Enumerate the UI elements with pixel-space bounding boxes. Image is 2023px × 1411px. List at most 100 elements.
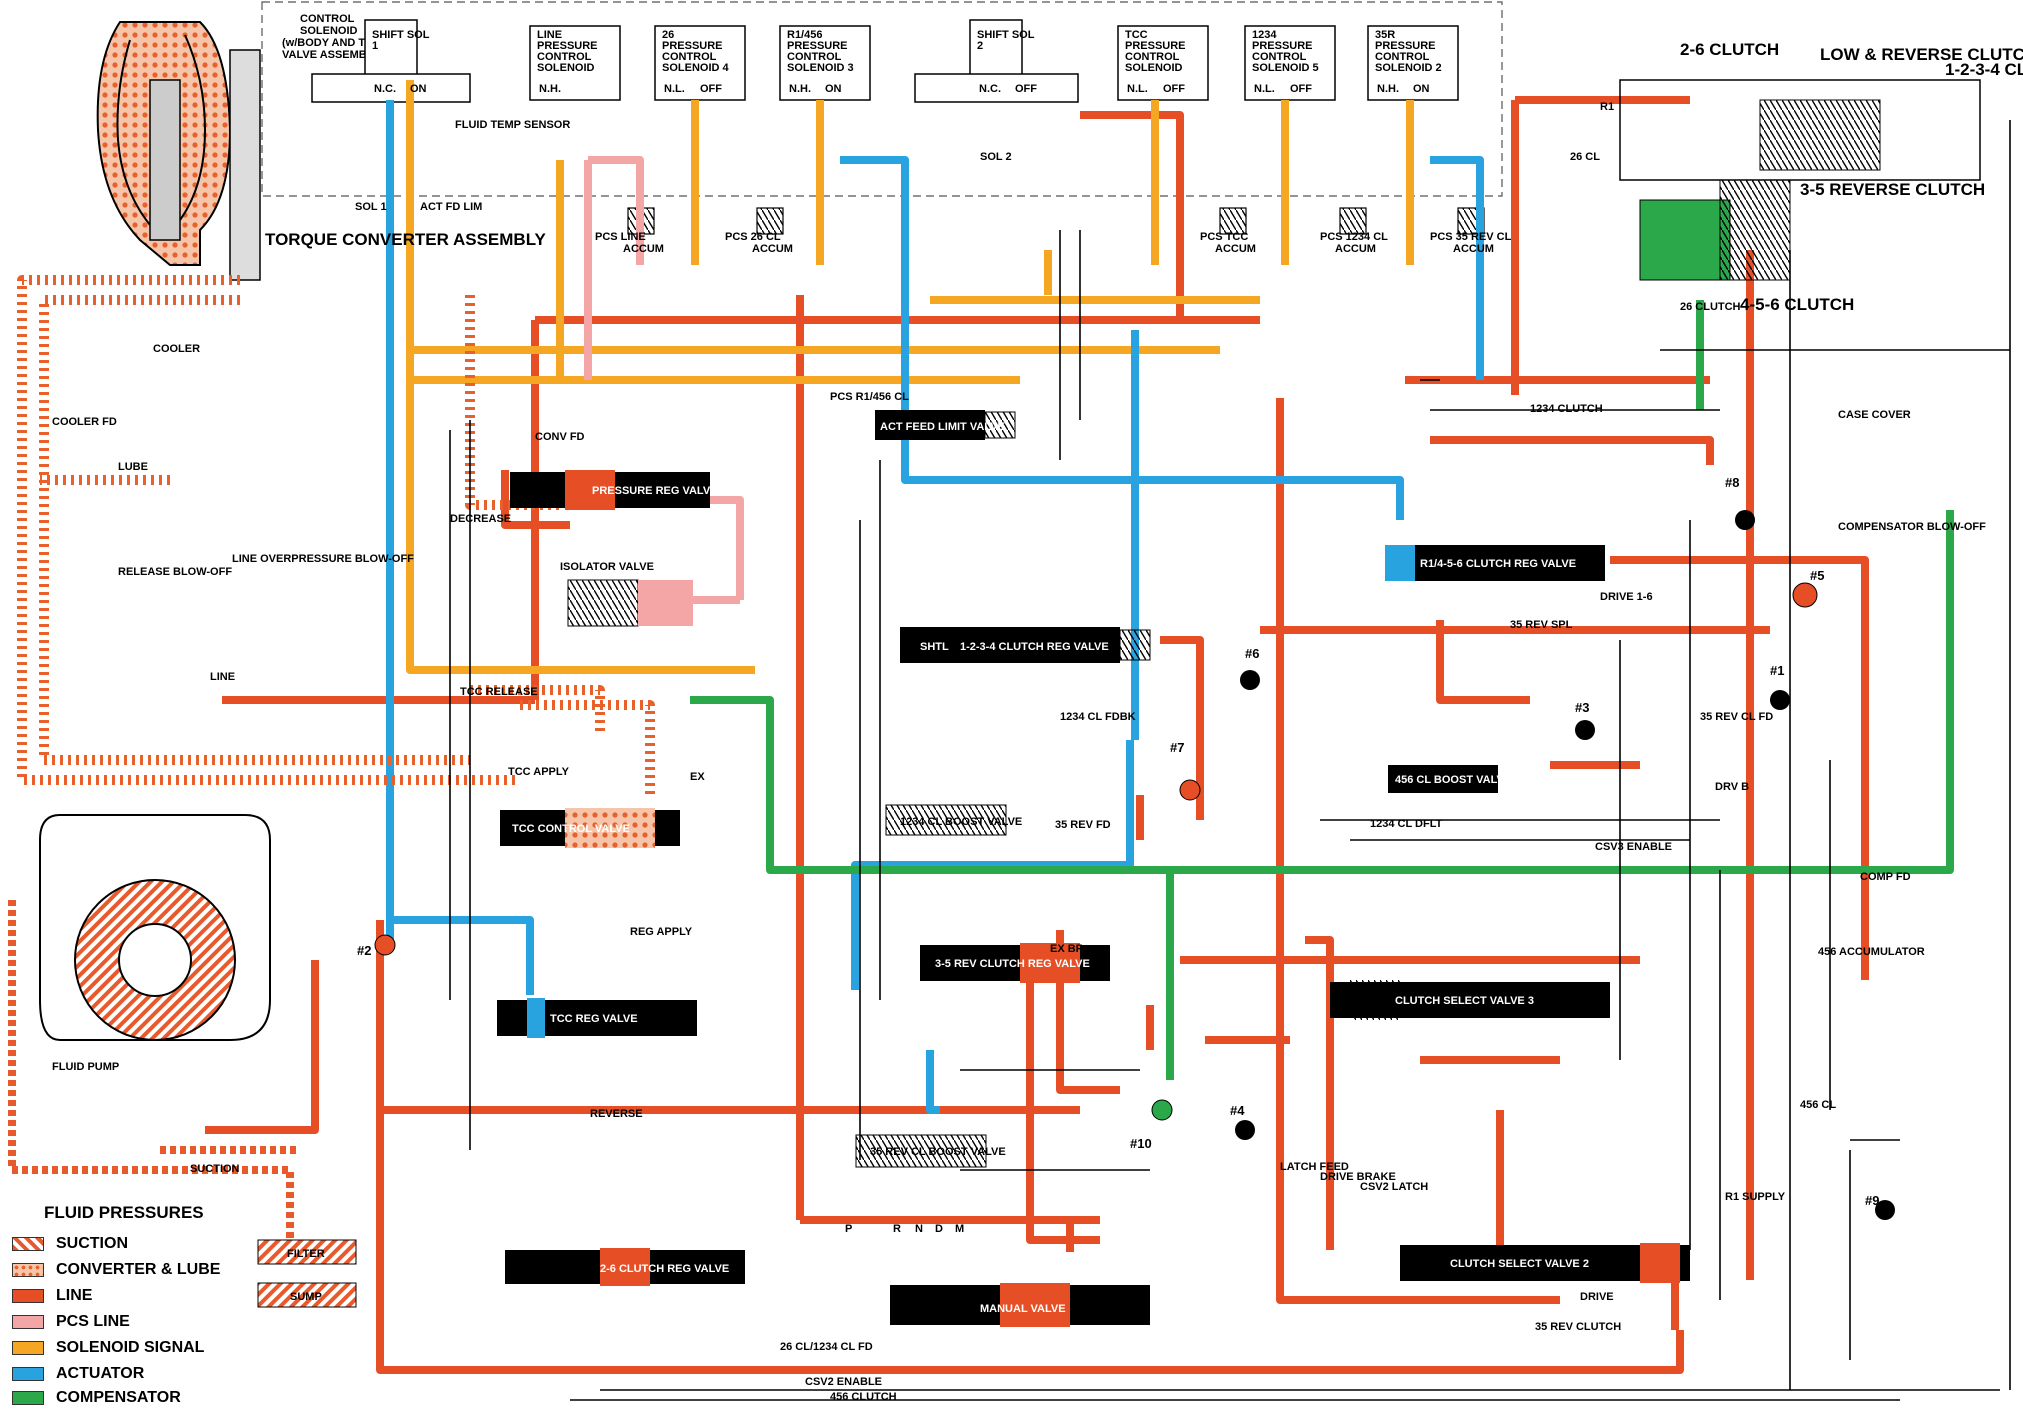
decrease-label: DECREASE [450,513,511,525]
456-cl-boost-valve: 456 CL BOOST VALVE [1395,774,1511,786]
checkballs: #1 #2 #3 #4 #5 #6 #7 #8 #9 #10 [357,475,1895,1220]
label-act-fd-lim: ACT FD LIM [420,201,482,213]
checkball-2: #2 [357,943,371,958]
legend-solenoid-signal-label: SOLENOID SIGNAL [56,1339,205,1356]
compensator-blowoff-label: COMPENSATOR BLOW-OFF [1838,521,1986,533]
label-35-rev-fd: 35 REV FD [1055,819,1111,831]
35-rev-cl-boost-valve: 35 REV CL BOOST VALVE [870,1146,1006,1158]
solenoid-7-type: N.L. [1254,83,1275,95]
suction-circuits [8,900,300,1240]
1234-cl-boost-valve: 1234 CL BOOST VALVE [900,816,1022,828]
unpressurized-passages [449,120,2011,1401]
solenoid-6-state: OFF [1163,83,1185,95]
compensator-circuits [690,300,1954,1080]
label-lube: LUBE [118,461,148,473]
solenoid-5-title: 2 [977,40,983,52]
checkball-10: #10 [1130,1136,1152,1151]
filter-label: FILTER [287,1248,325,1260]
label-pcs-tcc: PCS TCC [1200,231,1248,243]
legend-solenoid-signal-swatch [12,1341,44,1355]
actuator-circuits [386,100,1484,1114]
label-sol2: SOL 2 [980,151,1012,163]
manual-valve: MANUAL VALVE [980,1303,1066,1315]
solenoid-4-title: SOLENOID 3 [787,62,854,74]
low-reverse-clutch-label: LOW & REVERSE CLUTCH [1820,45,2023,64]
svg-text:SOLENOID: SOLENOID [300,25,358,37]
svg-text:CONTROL: CONTROL [300,13,355,25]
legend-compensator-label: COMPENSATOR [56,1389,181,1406]
solenoid-signal-circuits [406,80,1414,674]
accumulators [627,207,1485,235]
label-ex-bf: EX BF [1050,943,1083,955]
solenoid-3-type: N.L. [664,83,685,95]
tcc-reg-valve: TCC REG VALVE [550,1013,638,1025]
svg-text:VALVE ASSEMBLY: VALVE ASSEMBLY [282,49,380,61]
clutch-pack: 2-6 CLUTCH LOW & REVERSE CLUTCH 1-2-3-4 … [1619,40,2023,314]
legend-converter-lube-label: CONVERTER & LUBE [56,1261,221,1278]
filter-sump: FILTER SUMP [257,1239,357,1308]
legend-pcs-line-swatch [12,1315,44,1329]
label-cooler-fd: COOLER FD [52,416,117,428]
label-26-cl: 26 CL [1570,151,1600,163]
range-p: P [845,1223,852,1235]
label-26-clutch: 26 CLUTCH [1680,301,1741,313]
solenoid-5-state: OFF [1015,83,1037,95]
legend-suction: SUCTION [12,1231,128,1257]
legend-pcs-line-label: PCS LINE [56,1313,130,1330]
legend-line-swatch [12,1289,44,1303]
label-pcs-r1-456: PCS R1/456 CL [830,391,909,403]
torque-converter [96,21,261,281]
range-r: R [893,1223,901,1235]
checkball-8: #8 [1725,475,1739,490]
solenoid-6-title: PRESSURE [1125,40,1186,52]
solenoid-3-state: OFF [700,83,722,95]
svg-text:(w/BODY AND TCM): (w/BODY AND TCM) [282,37,386,49]
range-n: N [915,1223,923,1235]
2-6-clutch-label: 2-6 CLUTCH [1680,40,1779,59]
solenoid-4-title: PRESSURE [787,40,848,52]
solenoid-4-type: N.H. [789,83,811,95]
label-tcc-release: TCC RELEASE [460,686,538,698]
legend-line: LINE [12,1283,92,1309]
tcc-control-valve: TCC CONTROL VALVE [512,823,630,835]
valve-labels: ACT FEED LIMIT VALVE PRESSURE REG VALVE … [512,421,1589,1315]
component-labels: TORQUE CONVERTER ASSEMBLY FLUID TEMP SEN… [52,119,1986,1073]
label-1234-clutch: 1234 CLUTCH [1530,403,1603,415]
checkball-1: #1 [1770,663,1784,678]
label-ex: EX [690,771,705,783]
legend-suction-swatch [12,1237,44,1251]
2-6-clutch-reg-valve: 2-6 CLUTCH REG VALVE [600,1263,729,1275]
label-pcs-35rev: PCS 35 REV CL [1430,231,1512,243]
accumulator-3-label: ACCUM [1215,243,1256,255]
solenoid-3-title: PRESSURE [662,40,723,52]
fluid-pump-label: FLUID PUMP [52,1061,119,1073]
label-csv2-latch: CSV2 LATCH [1360,1181,1428,1193]
label-reg-apply: REG APPLY [630,926,693,938]
label-pcs-26cl: PCS 26 CL [725,231,781,243]
checkball-9: #9 [1865,1193,1879,1208]
solenoid-8-type: N.H. [1377,83,1399,95]
legend-converter-lube-swatch [12,1263,44,1277]
solenoid-3-title: CONTROL [662,51,717,63]
solenoid-2-title: PRESSURE [537,40,598,52]
label-r1-supply: R1 SUPPLY [1725,1191,1786,1203]
accumulator-5-label: ACCUM [1453,243,1494,255]
label-pcs-line: PCS LINE [595,231,646,243]
solenoid-bodies [311,19,1459,103]
label-drive: DRIVE [1580,1291,1614,1303]
isolator-valve: ISOLATOR VALVE [560,561,654,573]
clutch-select-valve-2: CLUTCH SELECT VALVE 2 [1450,1258,1589,1270]
legend-actuator-label: ACTUATOR [56,1365,145,1382]
pcs-line-circuits [584,156,744,604]
clutch-select-valve-3: CLUTCH SELECT VALVE 3 [1395,995,1534,1007]
case-cover-label: CASE COVER [1838,409,1911,421]
control-solenoid-assembly: CONTROL SOLENOID (w/BODY AND TCM) VALVE … [261,1,1503,197]
solenoid-7-title: PRESSURE [1252,40,1313,52]
solenoid-1-title: SHIFT SOL [372,29,430,41]
shtl-label: SHTL [920,641,949,653]
label-latch-feed: LATCH FEED [1280,1161,1349,1173]
solenoid-2-title: LINE [537,29,562,41]
valve-bodies [497,410,1690,1327]
solenoid-4-title: R1/456 [787,29,822,41]
